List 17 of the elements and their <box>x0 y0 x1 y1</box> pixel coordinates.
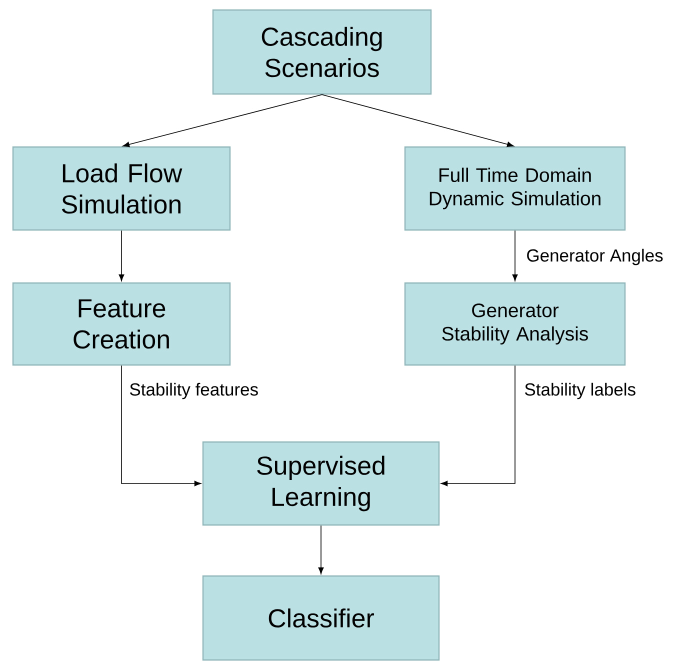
process-box: Classifier <box>202 575 440 661</box>
process-box: Feature Creation <box>12 282 231 366</box>
arrow <box>512 230 518 282</box>
arrow <box>121 365 202 486</box>
arrow <box>118 230 124 282</box>
edge-label: Stability features <box>130 382 258 400</box>
edge-label: Stability labels <box>525 382 636 400</box>
process-box: Load Flow Simulation <box>12 146 231 231</box>
arrow <box>318 525 324 574</box>
process-box: Full Time Domain Dynamic Simulation <box>404 146 626 231</box>
process-box: Generator Stability Analysis <box>404 282 626 366</box>
arrow <box>322 94 514 148</box>
process-box: Cascading Scenarios <box>212 9 432 95</box>
edge-label: Generator Angles <box>527 248 663 266</box>
arrow <box>440 365 516 486</box>
process-box: Supervised Learning <box>202 441 440 526</box>
arrow <box>122 94 322 148</box>
